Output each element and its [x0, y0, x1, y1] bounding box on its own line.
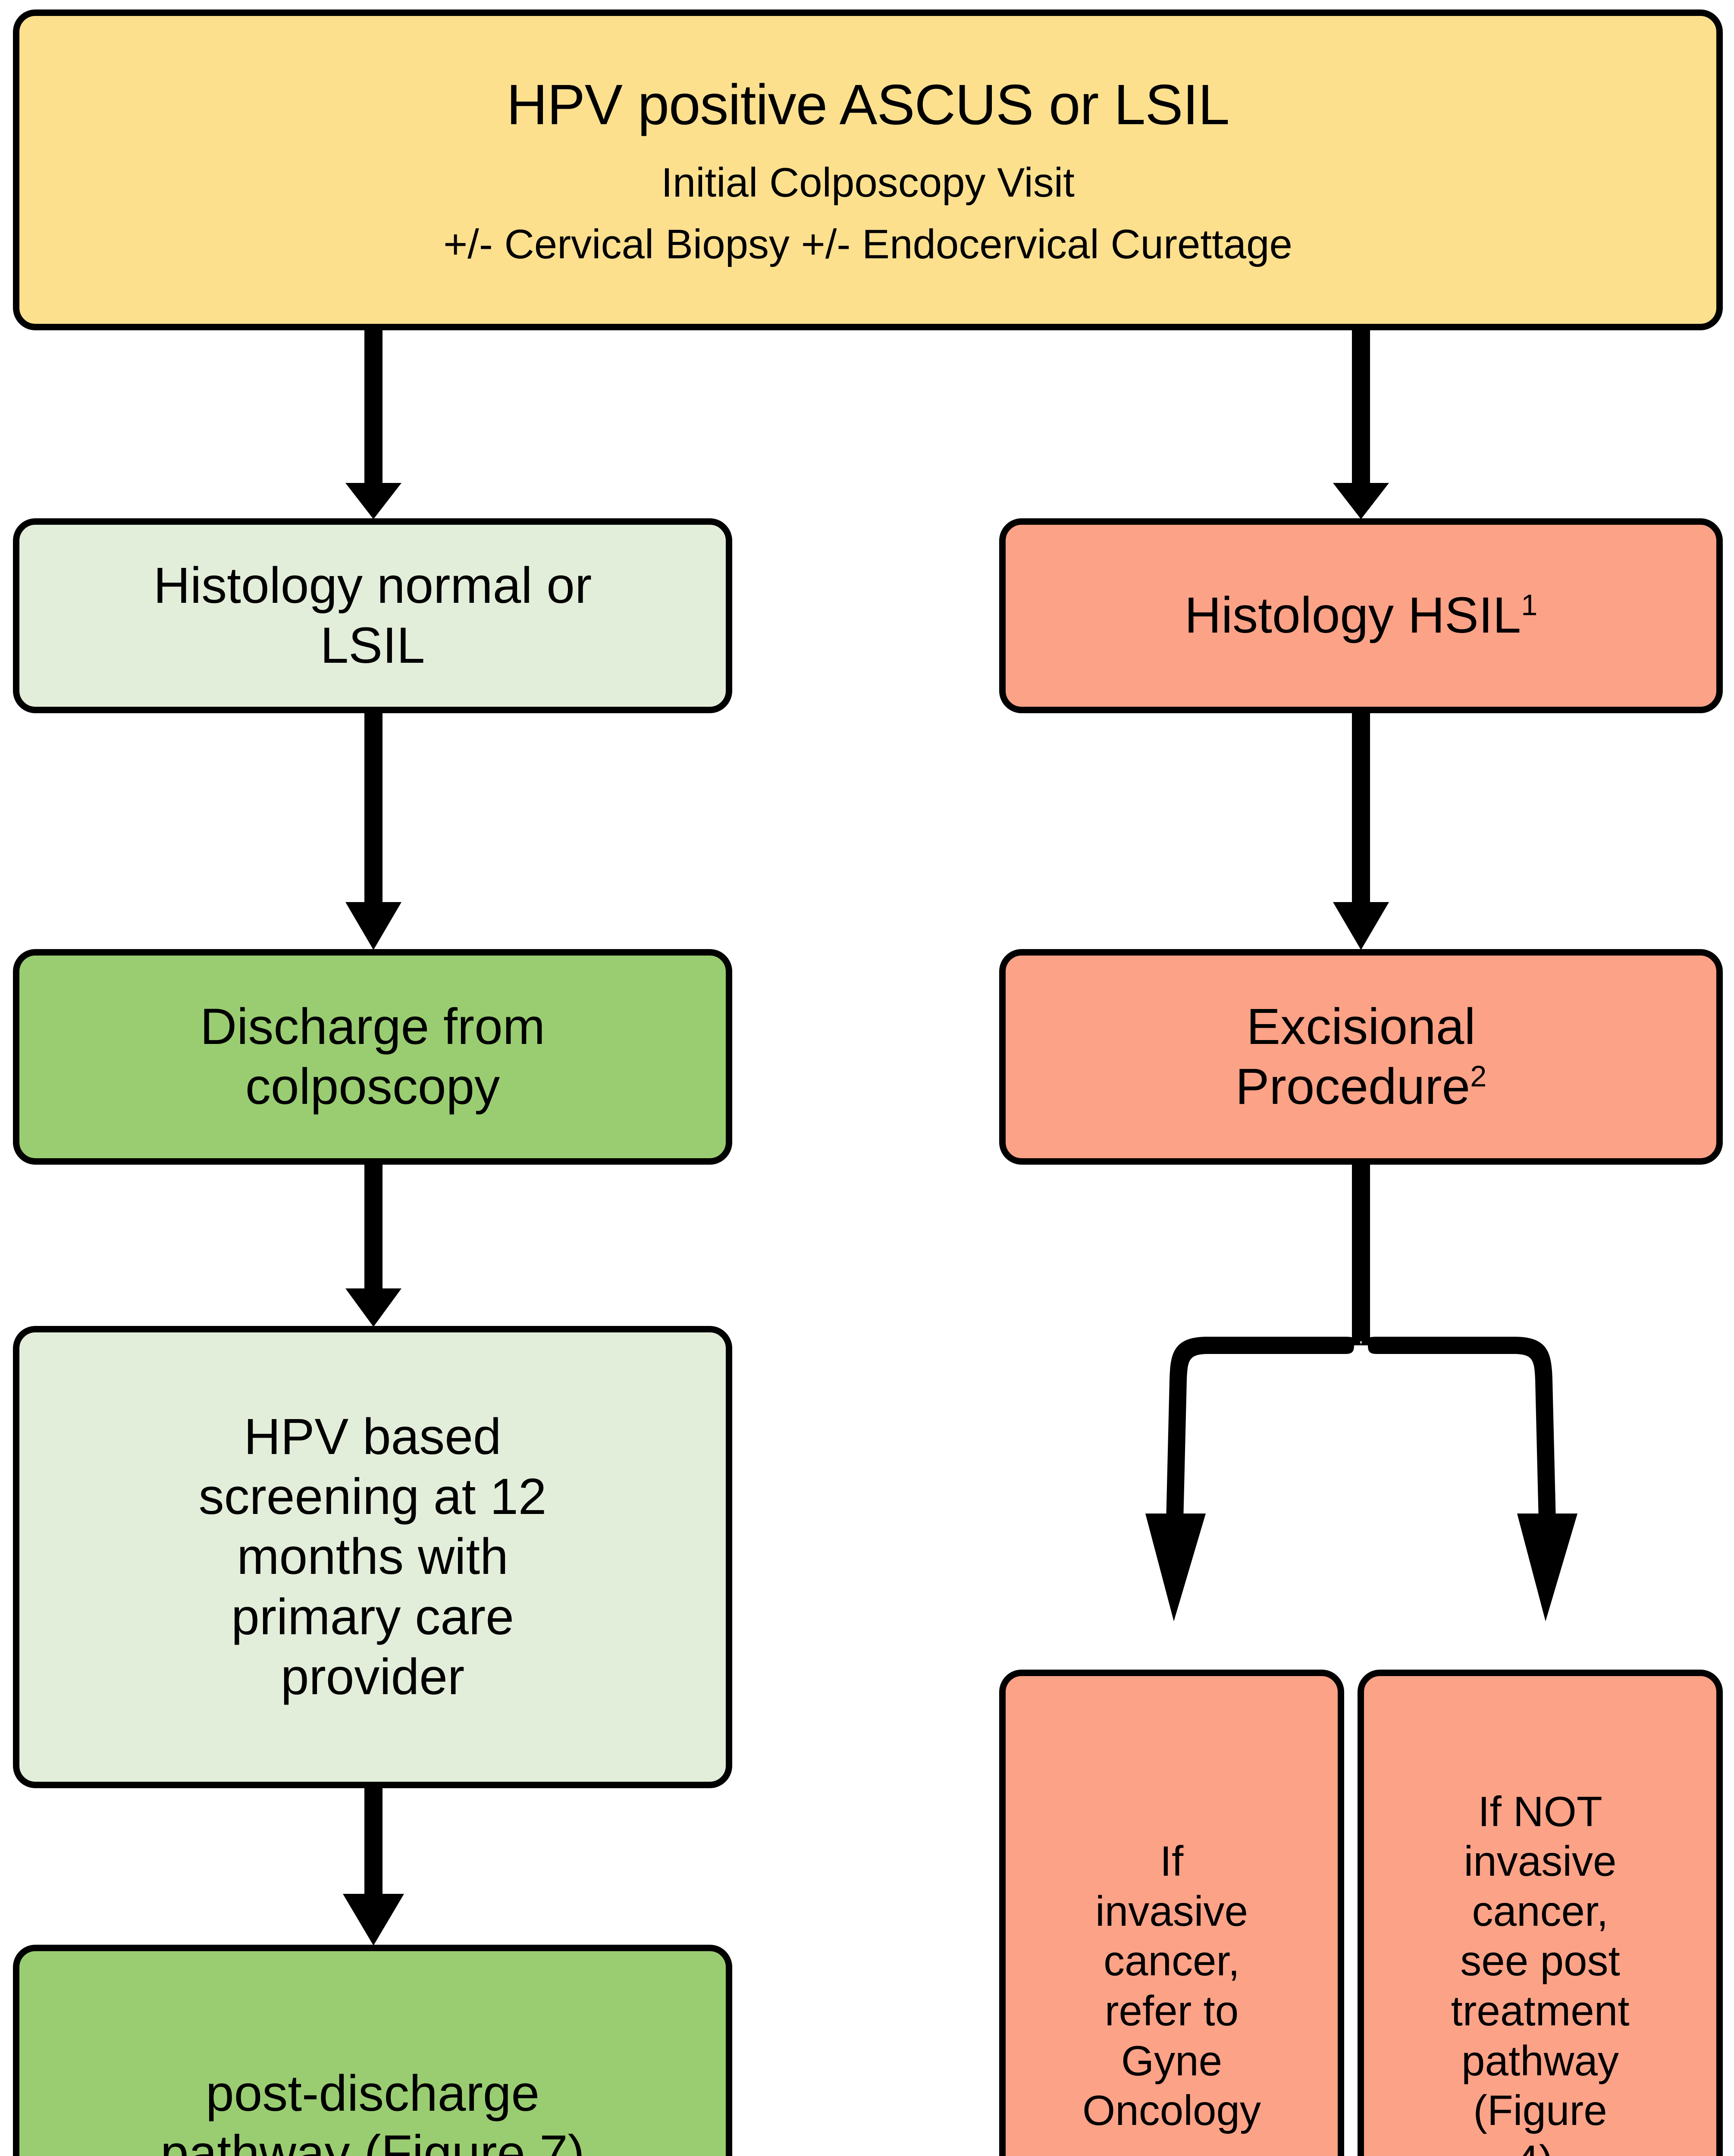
edge-fork-to-not-invasive-cancer [1361, 1337, 1577, 1621]
node-not-invasive-line3: cancer, [1472, 1887, 1609, 1935]
node-not-invasive-line8: 4). [1364, 2136, 1716, 2156]
node-histology-normal-or-lsil: Histology normal or LSIL [13, 518, 732, 713]
node-hpv-based-screening: HPV based screening at 12 months with pr… [13, 1326, 732, 1788]
node-hpv-screening-line1: HPV based [244, 1408, 502, 1465]
node-excisional-line2-wrap: Procedure2 [1006, 1057, 1716, 1117]
node-histology-hsil-label: Histology HSIL [1184, 587, 1521, 644]
node-not-invasive-line2: invasive [1464, 1837, 1617, 1885]
node-post-discharge-line1: post-discharge [206, 2065, 539, 2122]
node-invasive-line4: refer to [1104, 1987, 1239, 2034]
node-histology-normal-line2: LSIL [320, 617, 425, 674]
node-post-discharge-pathway: post-discharge pathway (Figure 7) [13, 1945, 732, 2156]
edge-top-to-histology-hsil [1333, 330, 1389, 519]
node-hpv-screening-line3: months with [237, 1528, 508, 1586]
edge-histology-normal-to-discharge [345, 713, 401, 950]
node-top-subtitle2: +/- Cervical Biopsy +/- Endocervical Cur… [443, 221, 1292, 267]
node-invasive-line6: Oncology [1082, 2087, 1261, 2134]
node-invasive-line5: Gyne [1121, 2037, 1223, 2084]
node-invasive-line3: cancer, [1104, 1937, 1240, 1985]
node-excisional-line1: Excisional [1246, 998, 1476, 1055]
node-discharge-line1: Discharge from [200, 998, 545, 1055]
node-histology-normal-line1: Histology normal or [153, 557, 592, 614]
node-top-subtitle: Initial Colposcopy Visit [661, 159, 1075, 206]
node-histology-hsil: Histology HSIL1 [999, 518, 1723, 713]
node-histology-hsil-text: Histology HSIL1 [1006, 586, 1716, 646]
node-invasive-line2: invasive [1095, 1887, 1248, 1935]
edge-excisional-fork-trunk [1352, 1165, 1370, 1341]
node-discharge-line2: colposcopy [245, 1058, 500, 1115]
edge-hpv-screening-to-post-discharge [343, 1788, 404, 1946]
node-not-invasive-line7: (Figure [1473, 2087, 1607, 2134]
node-not-invasive-line5: treatment [1451, 1987, 1630, 2034]
node-if-not-invasive-cancer: If NOT invasive cancer, see post treatme… [1358, 1670, 1723, 2156]
edge-histology-hsil-to-excisional [1333, 713, 1389, 950]
node-if-invasive-cancer: If invasive cancer, refer to Gyne Oncolo… [999, 1670, 1344, 2156]
node-invasive-line1: If [1160, 1837, 1184, 1885]
node-hpv-screening-line2: screening at 12 [198, 1468, 547, 1526]
node-hpv-screening-line4: primary care [231, 1588, 514, 1645]
node-not-invasive-line4: see post [1460, 1937, 1620, 1985]
node-excisional-procedure: Excisional Procedure2 [999, 949, 1723, 1165]
footnote-marker-2: 2 [1470, 1059, 1487, 1093]
edge-top-to-histology-normal [345, 330, 401, 519]
node-discharge-from-colposcopy: Discharge from colposcopy [13, 949, 732, 1165]
edge-fork-to-invasive-cancer [1145, 1337, 1361, 1621]
node-not-invasive-line6: pathway [1461, 2037, 1619, 2084]
node-top-title: HPV positive ASCUS or LSIL [506, 72, 1229, 136]
edge-discharge-to-hpv-screening [345, 1165, 401, 1327]
node-not-invasive-line1: If NOT [1478, 1787, 1602, 1835]
node-hpv-positive-ascus-lsil: HPV positive ASCUS or LSIL Initial Colpo… [13, 9, 1723, 330]
node-hpv-screening-line5: provider [280, 1648, 465, 1705]
footnote-marker-1: 1 [1521, 589, 1538, 622]
node-excisional-line2: Procedure [1235, 1058, 1471, 1115]
node-post-discharge-line2: pathway (Figure 7) [160, 2125, 585, 2156]
